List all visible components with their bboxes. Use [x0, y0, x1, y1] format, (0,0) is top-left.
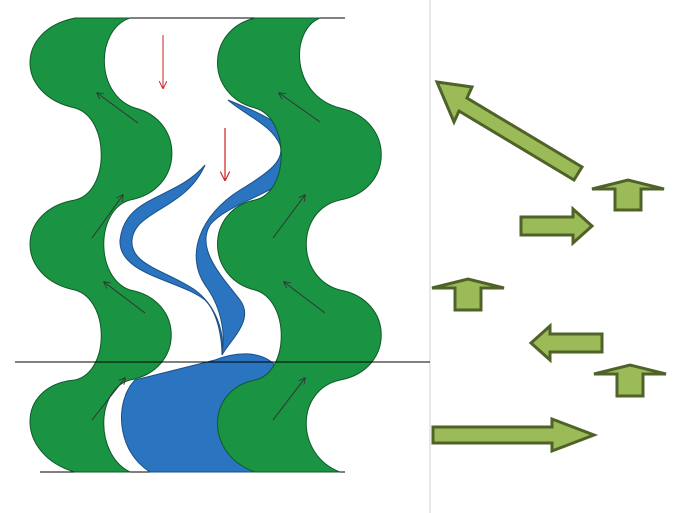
block-arrow-icon [431, 277, 505, 312]
thin-arrow-icon [279, 93, 321, 123]
thin-arrow-icon [284, 282, 326, 314]
block-arrow-icon [591, 178, 665, 212]
thin-arrow-icon [272, 195, 305, 239]
block-arrow-icon [431, 416, 599, 454]
thin-arrow-icon [91, 195, 123, 239]
thin-arrow-icon [91, 378, 125, 421]
right-green-column [217, 17, 382, 473]
block-arrow-icon [434, 80, 585, 183]
block-arrow-icon [519, 205, 595, 247]
block-arrow-icon [528, 322, 604, 364]
block-arrow-icon [593, 363, 667, 398]
left-green-column [29, 17, 173, 473]
thin-arrow-icon [97, 93, 139, 124]
thin-arrow-icon [104, 282, 146, 314]
thin-arrow-icon [272, 378, 305, 421]
